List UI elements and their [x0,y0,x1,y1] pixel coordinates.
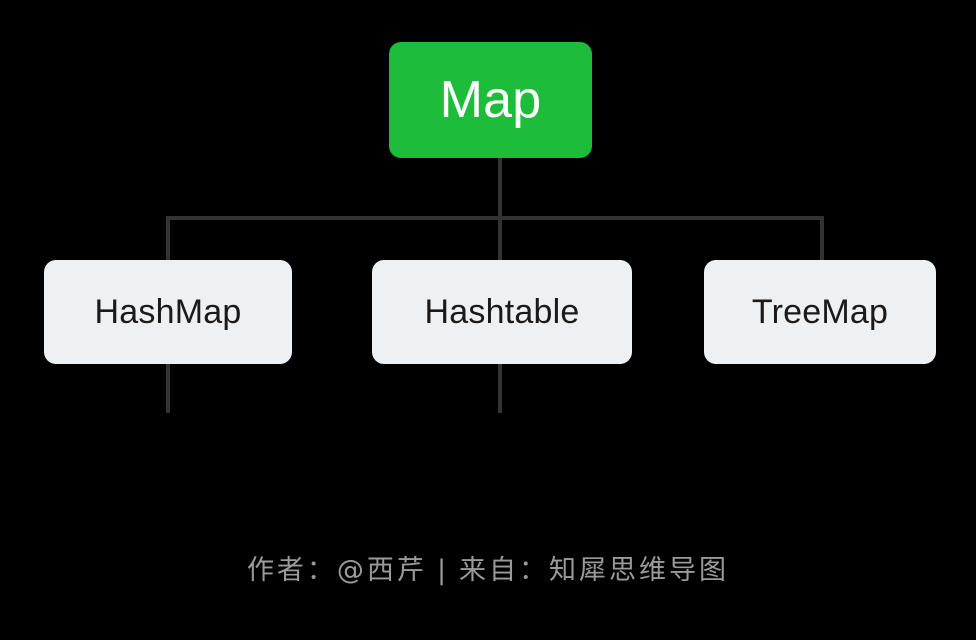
connector-drop-hashtable [498,216,502,264]
node-hashmap-label: HashMap [94,292,242,331]
node-map[interactable]: Map [389,42,592,158]
footer-separator: | [436,555,450,586]
node-treemap-label: TreeMap [751,292,889,331]
connector-drop-treemap [820,216,824,264]
footer-attribution: 作者：@西芹 | 来自：知犀思维导图 [0,548,976,587]
footer-source: 来自：知犀思维导图 [459,555,730,586]
connector-horizontal-bus [166,216,824,220]
node-hashmap[interactable]: HashMap [44,260,292,364]
connector-drop-hashmap [166,216,170,264]
node-treemap[interactable]: TreeMap [704,260,936,364]
connector-stub-hashtable-descendants [498,362,502,413]
node-map-label: Map [439,71,542,129]
connector-stub-hashmap-descendants [166,362,170,413]
node-hashtable-label: Hashtable [424,292,580,331]
node-hashtable[interactable]: Hashtable [372,260,632,364]
footer-author: 作者：@西芹 [246,555,427,586]
connector-root-stem [498,157,502,220]
